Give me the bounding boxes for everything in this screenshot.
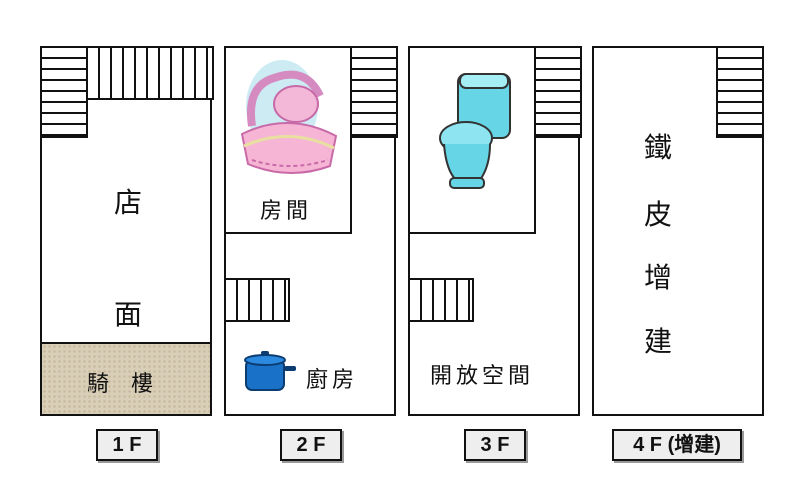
stairs-3f-top [534,46,582,138]
floor-3-plan: 開放空間 [408,46,582,416]
floor-4-label: 4 F (增建) [612,429,742,461]
toilet-icon [439,73,511,189]
shop-label-char2: 面 [114,298,143,331]
arcade-label: 騎 樓 [87,372,154,397]
kitchen-label: 廚房 [306,368,359,393]
stairs-2f-top [350,46,398,138]
addition-char4: 建 [644,325,673,358]
floor-1-label: 1 F [96,429,158,461]
arcade-area: 騎 樓 [40,342,212,416]
floor-4-plan: 鐵 皮 增 建 [592,46,764,416]
addition-char1: 鐵 [644,131,673,164]
stairs-3f-mid [408,278,474,322]
shop-label-char1: 店 [114,186,143,219]
cradle-icon [240,60,338,174]
addition-char3: 增 [644,261,673,294]
toilet-room [408,46,536,234]
floor-1-plan: 店 面 騎 樓 [40,46,214,416]
stairs-2f-mid [224,278,290,322]
bedroom-label: 房間 [260,199,313,224]
bedroom: 房間 [224,46,352,234]
floor-3-label: 3 F [464,429,526,461]
addition-char2: 皮 [644,198,673,231]
stairs-1f-top [86,46,214,100]
open-space-label: 開放空間 [430,364,535,389]
stairs-4f-top [716,46,764,138]
floor-2-label: 2 F [280,429,342,461]
floor-2-plan: 房間 廚房 [224,46,398,416]
stairs-1f-left [40,46,88,138]
pot-icon [244,351,296,391]
